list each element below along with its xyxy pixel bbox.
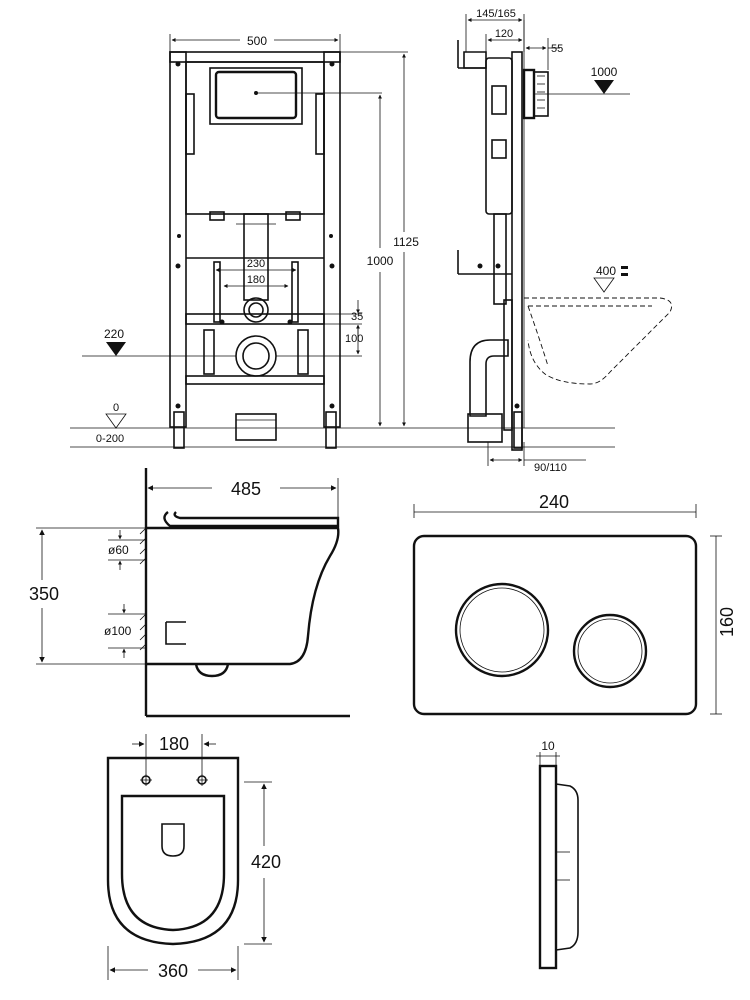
dim-drain-height: 220	[104, 327, 124, 341]
dim-toilet-width: 360	[158, 961, 188, 981]
dim-toilet-top-length: 420	[251, 852, 281, 872]
dim-plate-offset: 55	[551, 43, 563, 55]
dim-plate-thickness: 10	[541, 739, 555, 753]
frame-side-view: 145/165 120 55 1000 400 90/110	[457, 8, 673, 474]
dim-outlet-diameter: ø100	[104, 624, 132, 638]
level-floor-range: 0-200	[96, 433, 124, 445]
toilet-top-view: 180 420 360	[106, 734, 281, 981]
dim-pipe-spacing-inner: 180	[247, 274, 265, 286]
dim-flush-height: 1000	[367, 254, 394, 268]
dim-frame-height: 1125	[393, 235, 419, 249]
frame-front-view: 500 1000 1125 230 180 35 100 220 0 0-20	[70, 34, 615, 449]
level-1000: 1000	[591, 65, 618, 79]
dim-bottom-offset: 90/110	[534, 462, 567, 474]
dim-plate-width: 240	[539, 492, 569, 512]
flush-plate-side-view: 10	[536, 739, 579, 970]
flush-button-small	[572, 613, 648, 689]
dim-toilet-length: 485	[231, 479, 261, 499]
level-400: 400	[596, 264, 616, 278]
dim-pipe-spacing-outer: 230	[247, 258, 265, 270]
dim-frame-depth-inner: 120	[495, 28, 513, 40]
dim-inlet-diameter: ø60	[108, 543, 129, 557]
dim-plate-height: 160	[717, 607, 737, 637]
dim-bolt-spacing: 180	[159, 734, 189, 754]
flush-plate-front-view: 240 160	[412, 492, 737, 716]
dim-frame-depth: 145/165	[476, 8, 516, 20]
dim-frame-width: 500	[247, 34, 267, 48]
flush-button-large	[454, 582, 550, 678]
dim-toilet-height: 350	[29, 584, 59, 604]
dim-offset-small: 35	[351, 311, 363, 323]
dim-offset-drain: 100	[345, 333, 363, 345]
toilet-side-view: 485 350 ø60 ø100	[29, 468, 350, 718]
level-zero: 0	[113, 402, 119, 414]
